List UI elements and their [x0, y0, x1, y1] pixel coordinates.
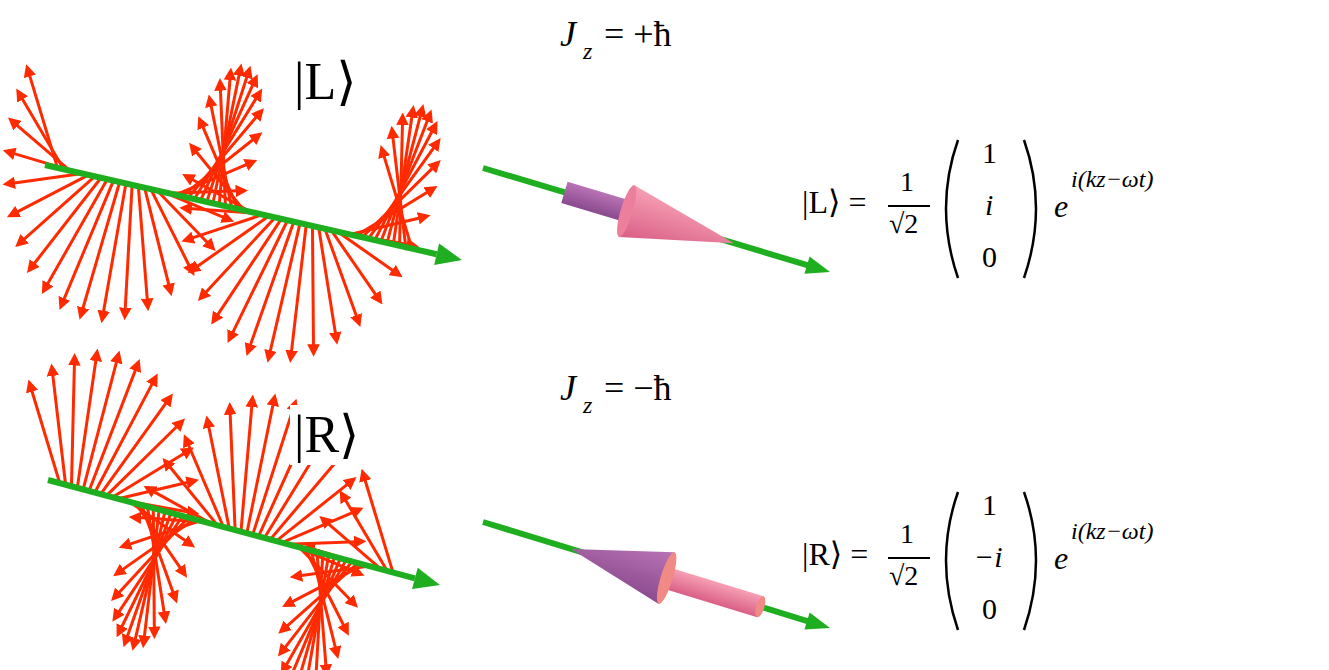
angular-momentum-arrow: [475, 496, 838, 654]
eigenvalue: = −ħ: [604, 368, 672, 409]
angular-momentum-arrow: [475, 142, 838, 298]
field-vector: [208, 425, 229, 528]
subscript: z: [583, 38, 592, 66]
field-vector: [201, 83, 254, 200]
exponential-base: e: [1054, 540, 1068, 577]
field-vector: [375, 130, 433, 240]
axis-line: [483, 522, 809, 622]
fraction-bar: [888, 557, 930, 559]
field-vector: [53, 373, 66, 484]
field-vector: [182, 138, 255, 196]
field-vector: [83, 360, 117, 489]
field-vector: [230, 412, 235, 530]
field-vector: [270, 223, 300, 353]
operator-symbol: J: [560, 368, 576, 409]
exponential-base: e: [1054, 188, 1068, 225]
spin-shaft: [661, 567, 763, 617]
field-vector: [188, 444, 224, 527]
right-parenthesis: [1024, 140, 1036, 278]
fraction-denominator: √2: [889, 208, 918, 240]
state-label: |R⟩: [290, 405, 363, 465]
field-vector: [312, 226, 313, 347]
axis-arrowhead: [434, 244, 462, 265]
propagation-axis: [48, 480, 415, 578]
vector-component: i: [985, 188, 993, 223]
field-vector: [13, 174, 83, 184]
equation-marks: [888, 492, 1036, 630]
field-vector: [103, 183, 126, 313]
field-vector: [107, 426, 178, 496]
fraction-numerator: 1: [900, 518, 914, 550]
field-vector: [29, 74, 57, 168]
field-vector: [138, 186, 147, 301]
field-vector: [319, 227, 336, 334]
vector-component: 1: [982, 136, 997, 171]
field-vector: [290, 558, 340, 670]
field-vector: [176, 164, 248, 195]
fraction-bar: [888, 205, 930, 207]
spin-cone: [619, 185, 742, 269]
fraction-denominator: √2: [889, 560, 918, 592]
vector-component: 0: [982, 592, 997, 627]
equation-text: |R⟩ =: [802, 536, 868, 573]
axis-arrowhead: [412, 568, 440, 589]
field-vector: [63, 181, 113, 301]
field-vector: [77, 359, 96, 488]
vector-component: −i: [974, 540, 1003, 575]
operator-symbol: J: [560, 14, 576, 55]
shaft-end: [753, 595, 767, 618]
exponent: i(kz−ωt): [1071, 166, 1153, 194]
state-label: |L⟩: [290, 52, 360, 112]
fraction-numerator: 1: [900, 166, 914, 198]
field-vector: [125, 185, 132, 310]
equation-text: |L⟩ =: [802, 184, 866, 221]
equation-marks: [888, 140, 1036, 278]
vector-component: 1: [982, 488, 997, 523]
left-circular-wave: [13, 73, 462, 353]
field-vector: [21, 97, 63, 169]
propagation-axis: [45, 165, 437, 254]
field-vector: [365, 478, 393, 572]
cone-base: [613, 183, 640, 238]
left-parenthesis: [946, 492, 958, 630]
right-parenthesis: [1024, 492, 1036, 630]
field-vector: [356, 191, 429, 236]
field-vector: [288, 542, 357, 544]
field-vector: [276, 483, 349, 541]
exponent: i(kz−ωt): [1071, 518, 1153, 546]
vector-component: 0: [982, 240, 997, 275]
axis-arrowhead: [804, 256, 832, 280]
cone-base: [653, 551, 680, 606]
field-vector: [291, 225, 306, 353]
field-vector: [153, 508, 154, 629]
field-vector: [112, 453, 185, 498]
right-circular-wave: [31, 359, 440, 670]
axis-arrowhead: [804, 612, 832, 636]
left-parenthesis: [946, 140, 958, 278]
subscript: z: [583, 392, 592, 420]
field-vector: [71, 363, 74, 486]
eigenvalue: = +ħ: [604, 14, 672, 55]
field-vector: [118, 482, 189, 499]
